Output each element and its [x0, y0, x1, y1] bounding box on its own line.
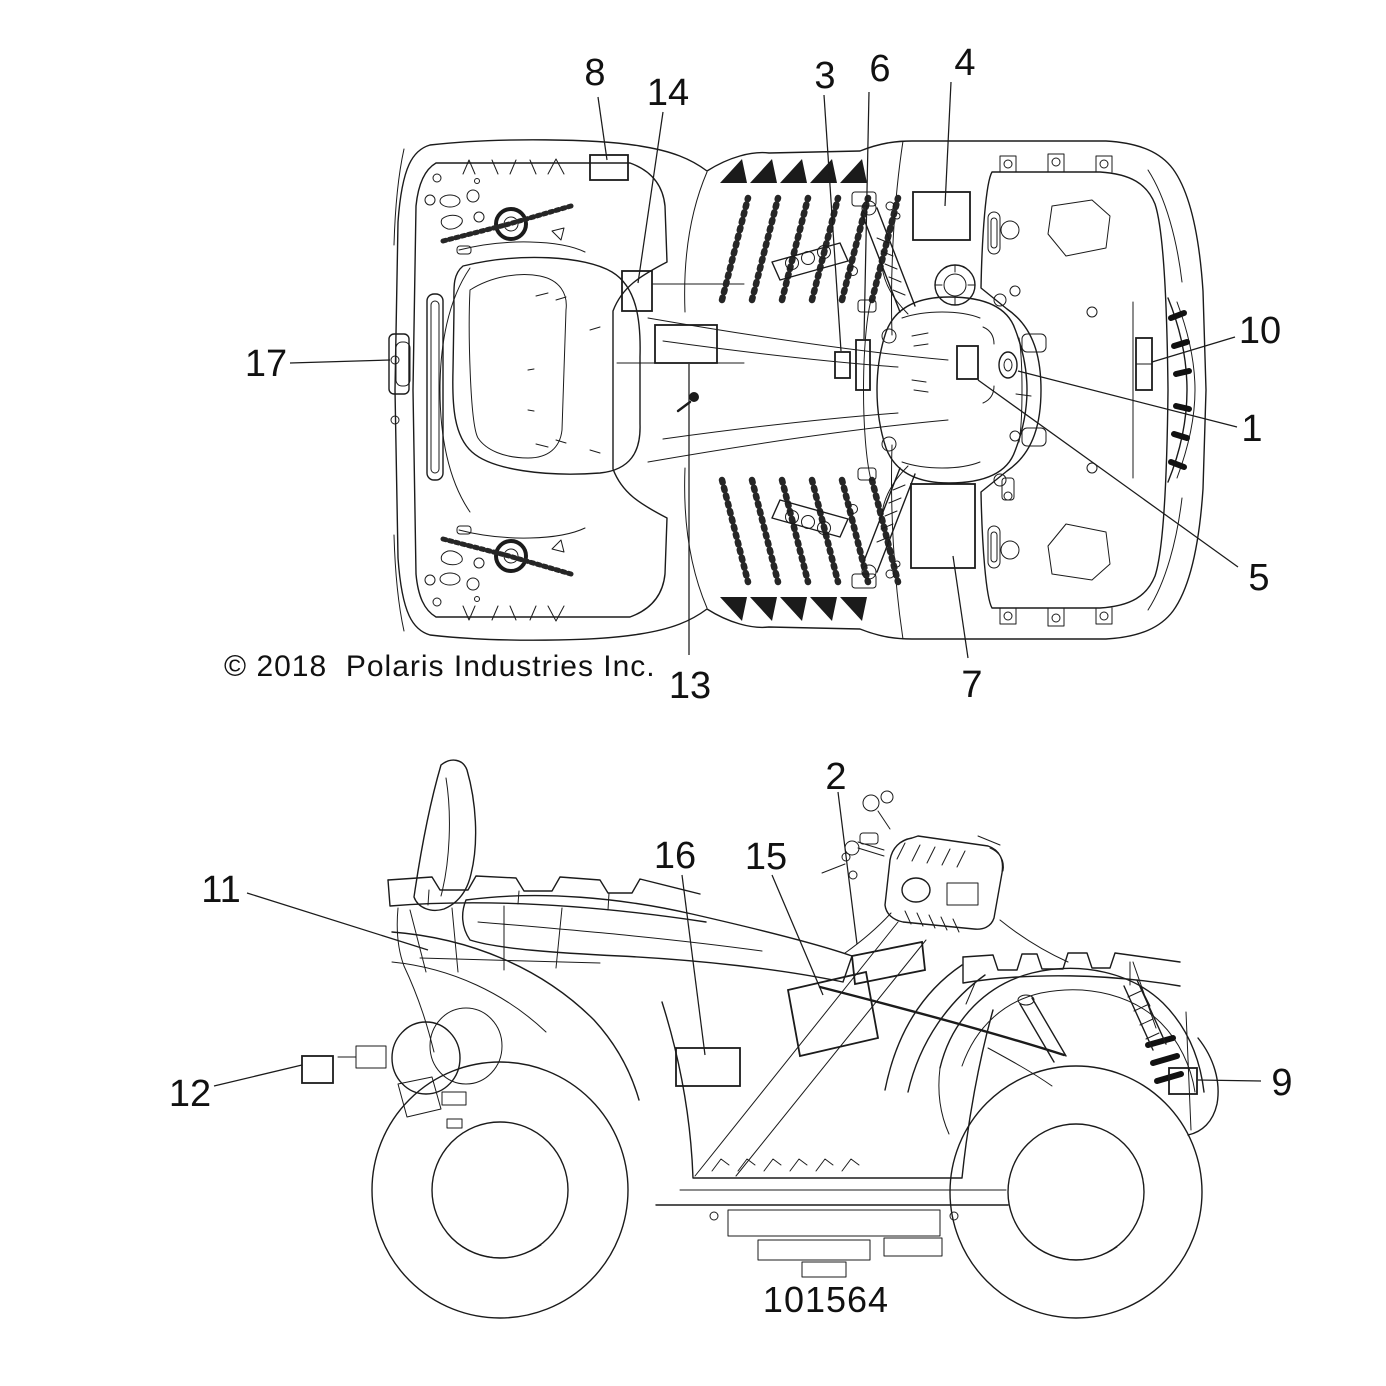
decal-6 — [855, 339, 871, 391]
leader-4 — [944, 81, 952, 207]
pod-side-outline — [884, 835, 1004, 930]
rear-rim — [431, 1121, 569, 1259]
leader-6 — [863, 91, 870, 340]
leader-8 — [597, 96, 608, 161]
leader-3 — [823, 94, 842, 352]
callout-labels: 1 2 3 4 5 6 7 8 9 10 11 12 13 14 15 16 1… — [169, 42, 1293, 1115]
decal-12 — [301, 1055, 334, 1084]
leader-16 — [681, 874, 706, 1056]
rear-rack-side — [387, 875, 707, 1053]
tail-lamp — [391, 1021, 461, 1095]
front-fender — [938, 967, 1205, 1135]
rear-bumper — [388, 148, 444, 632]
shock-mount-bottom — [494, 539, 528, 573]
frame-hitch — [655, 1204, 1009, 1278]
body-panels — [661, 912, 1069, 1191]
seat-outline — [452, 256, 641, 475]
callout-10: 10 — [1239, 310, 1281, 352]
footwell-grating-top — [718, 159, 902, 304]
front-wheel — [949, 1065, 1203, 1319]
decal-15 — [786, 970, 880, 1058]
decal-14 — [621, 270, 653, 312]
leader-15 — [771, 874, 824, 996]
spring-chain-bottom — [440, 536, 574, 577]
callout-14: 14 — [647, 72, 689, 114]
callout-5: 5 — [1248, 557, 1269, 599]
leader-9 — [1197, 1079, 1262, 1082]
front-rack-plate — [980, 153, 1183, 627]
decal-7 — [910, 483, 976, 569]
bolt — [689, 392, 699, 402]
decal-4 — [912, 191, 971, 241]
grab-rail — [426, 293, 444, 481]
decal-2 — [851, 940, 926, 986]
headlight — [901, 877, 931, 903]
front-suspension — [987, 979, 1167, 1087]
top-body-outline — [394, 139, 1207, 641]
callout-4: 4 — [954, 42, 975, 84]
front-bumper-side — [1145, 1011, 1219, 1136]
decal-13 — [654, 324, 718, 364]
callout-2: 2 — [825, 756, 846, 798]
handlebar-pod — [863, 285, 1028, 501]
leader-10 — [1151, 336, 1236, 363]
callout-1: 1 — [1241, 408, 1262, 450]
decal-16 — [675, 1047, 741, 1087]
backrest — [413, 759, 477, 912]
pod-outline — [876, 296, 1028, 484]
callout-11: 11 — [201, 869, 240, 911]
callout-9: 9 — [1271, 1062, 1292, 1104]
leader-14 — [637, 111, 664, 284]
callout-8: 8 — [584, 52, 605, 94]
fuel-cap-circle — [998, 351, 1018, 379]
callout-3: 3 — [814, 55, 835, 97]
leader-1 — [1017, 370, 1238, 428]
headlight-pod — [821, 790, 1004, 933]
decal-10 — [1135, 337, 1153, 391]
decal-8 — [589, 154, 629, 181]
hitch-bracket — [355, 1045, 387, 1069]
callout-6: 6 — [869, 48, 890, 90]
leader-2 — [837, 791, 858, 945]
seat-top-view — [439, 241, 641, 539]
callout-7: 7 — [961, 664, 982, 706]
rear-bumper-cap — [388, 333, 410, 395]
front-tire — [949, 1065, 1203, 1319]
copyright: © 2018 Polaris Industries Inc. — [224, 650, 656, 683]
callout-12: 12 — [169, 1073, 211, 1115]
rack-holes-top — [424, 173, 565, 255]
callout-15: 15 — [745, 836, 787, 878]
rear-rack-plate — [412, 158, 668, 622]
handlebar-controls — [851, 191, 976, 589]
rear-tire — [371, 1061, 629, 1319]
center-body-lines — [616, 140, 1032, 640]
footwell-grating-bottom — [718, 476, 902, 621]
leader-7 — [952, 555, 969, 659]
leader-12 — [213, 1064, 303, 1087]
leader-lines — [213, 81, 1262, 1087]
top-view — [388, 139, 1207, 641]
callout-17: 17 — [245, 343, 287, 385]
decal-markers — [301, 154, 1198, 1095]
seat-side-view — [461, 894, 853, 983]
front-rim — [1007, 1123, 1145, 1261]
decal-3 — [834, 351, 851, 379]
leader-5 — [977, 379, 1239, 568]
leader-11 — [246, 892, 429, 951]
rack-holes-bottom — [424, 525, 565, 607]
drawing-number: 101564 — [763, 1279, 889, 1320]
rear-fender — [337, 931, 640, 1129]
callout-16: 16 — [654, 835, 696, 877]
spring-chain-top — [440, 203, 574, 244]
side-view — [337, 759, 1219, 1319]
decal-9 — [1168, 1067, 1198, 1095]
decal-5 — [956, 345, 979, 380]
shock-mount-top — [494, 207, 528, 241]
rear-wheel — [371, 1061, 629, 1319]
callout-13: 13 — [669, 665, 711, 707]
leader-17 — [289, 359, 391, 364]
front-bumper — [1167, 297, 1196, 483]
